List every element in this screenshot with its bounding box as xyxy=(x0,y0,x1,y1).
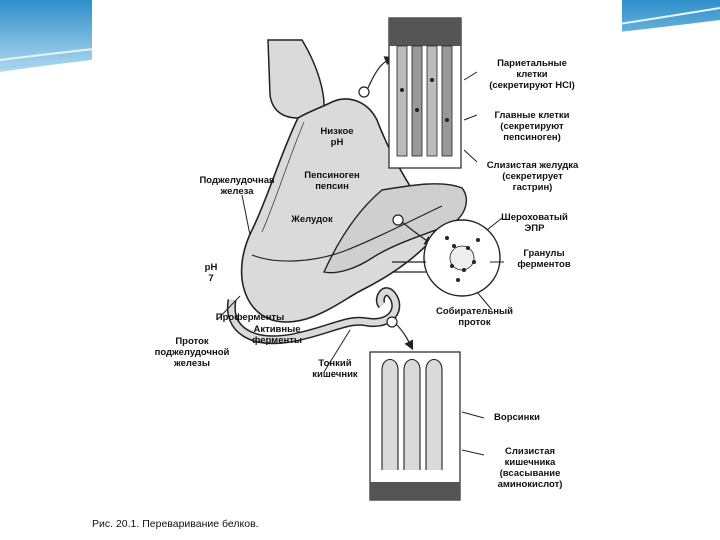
label-pancreas: Поджелудочная железа xyxy=(199,175,275,197)
label-enzyme-granules: Гранулы ферментов xyxy=(517,248,571,270)
label-gastric-mucosa: Слизистая желудка (секретирует гастрин) xyxy=(486,160,579,193)
label-stomach: Желудок xyxy=(291,214,333,225)
digestion-diagram xyxy=(216,17,504,501)
label-parietal-cells: Париетальные клетки (секретируют HCl) xyxy=(489,58,575,91)
intestine-pointer xyxy=(386,316,398,328)
stomach-mucosa-pointer xyxy=(358,86,370,98)
diagram-panel: Париетальные клетки (секретируют HCl) Гл… xyxy=(92,0,622,540)
label-rough-er: Шероховатый ЭПР xyxy=(501,212,568,234)
label-intestinal-mucosa: Слизистая кишечника (всасывание аминокис… xyxy=(497,446,563,490)
label-ph7: pH 7 xyxy=(204,262,218,284)
label-proenzymes: Проферменты xyxy=(215,312,285,323)
label-small-intestine: Тонкий кишечник xyxy=(312,358,358,380)
esophagus xyxy=(267,39,325,119)
label-pancreatic-duct: Проток поджелудочной железы xyxy=(154,336,230,369)
figure-caption: Рис. 20.1. Переваривание белков. xyxy=(92,518,259,530)
label-active-enzymes: Активные ферменты xyxy=(252,324,302,346)
label-pepsinogen: Пепсиноген пепсин xyxy=(304,170,360,192)
label-villi: Ворсинки xyxy=(494,412,540,423)
label-low-ph: Низкое pH xyxy=(320,126,354,148)
pancreas-pointer xyxy=(392,214,404,226)
label-chief-cells: Главные клетки (секретируют пепсиноген) xyxy=(494,110,570,143)
label-collecting-duct: Собирательный проток xyxy=(436,306,513,328)
pancreatic-duct xyxy=(251,205,443,262)
